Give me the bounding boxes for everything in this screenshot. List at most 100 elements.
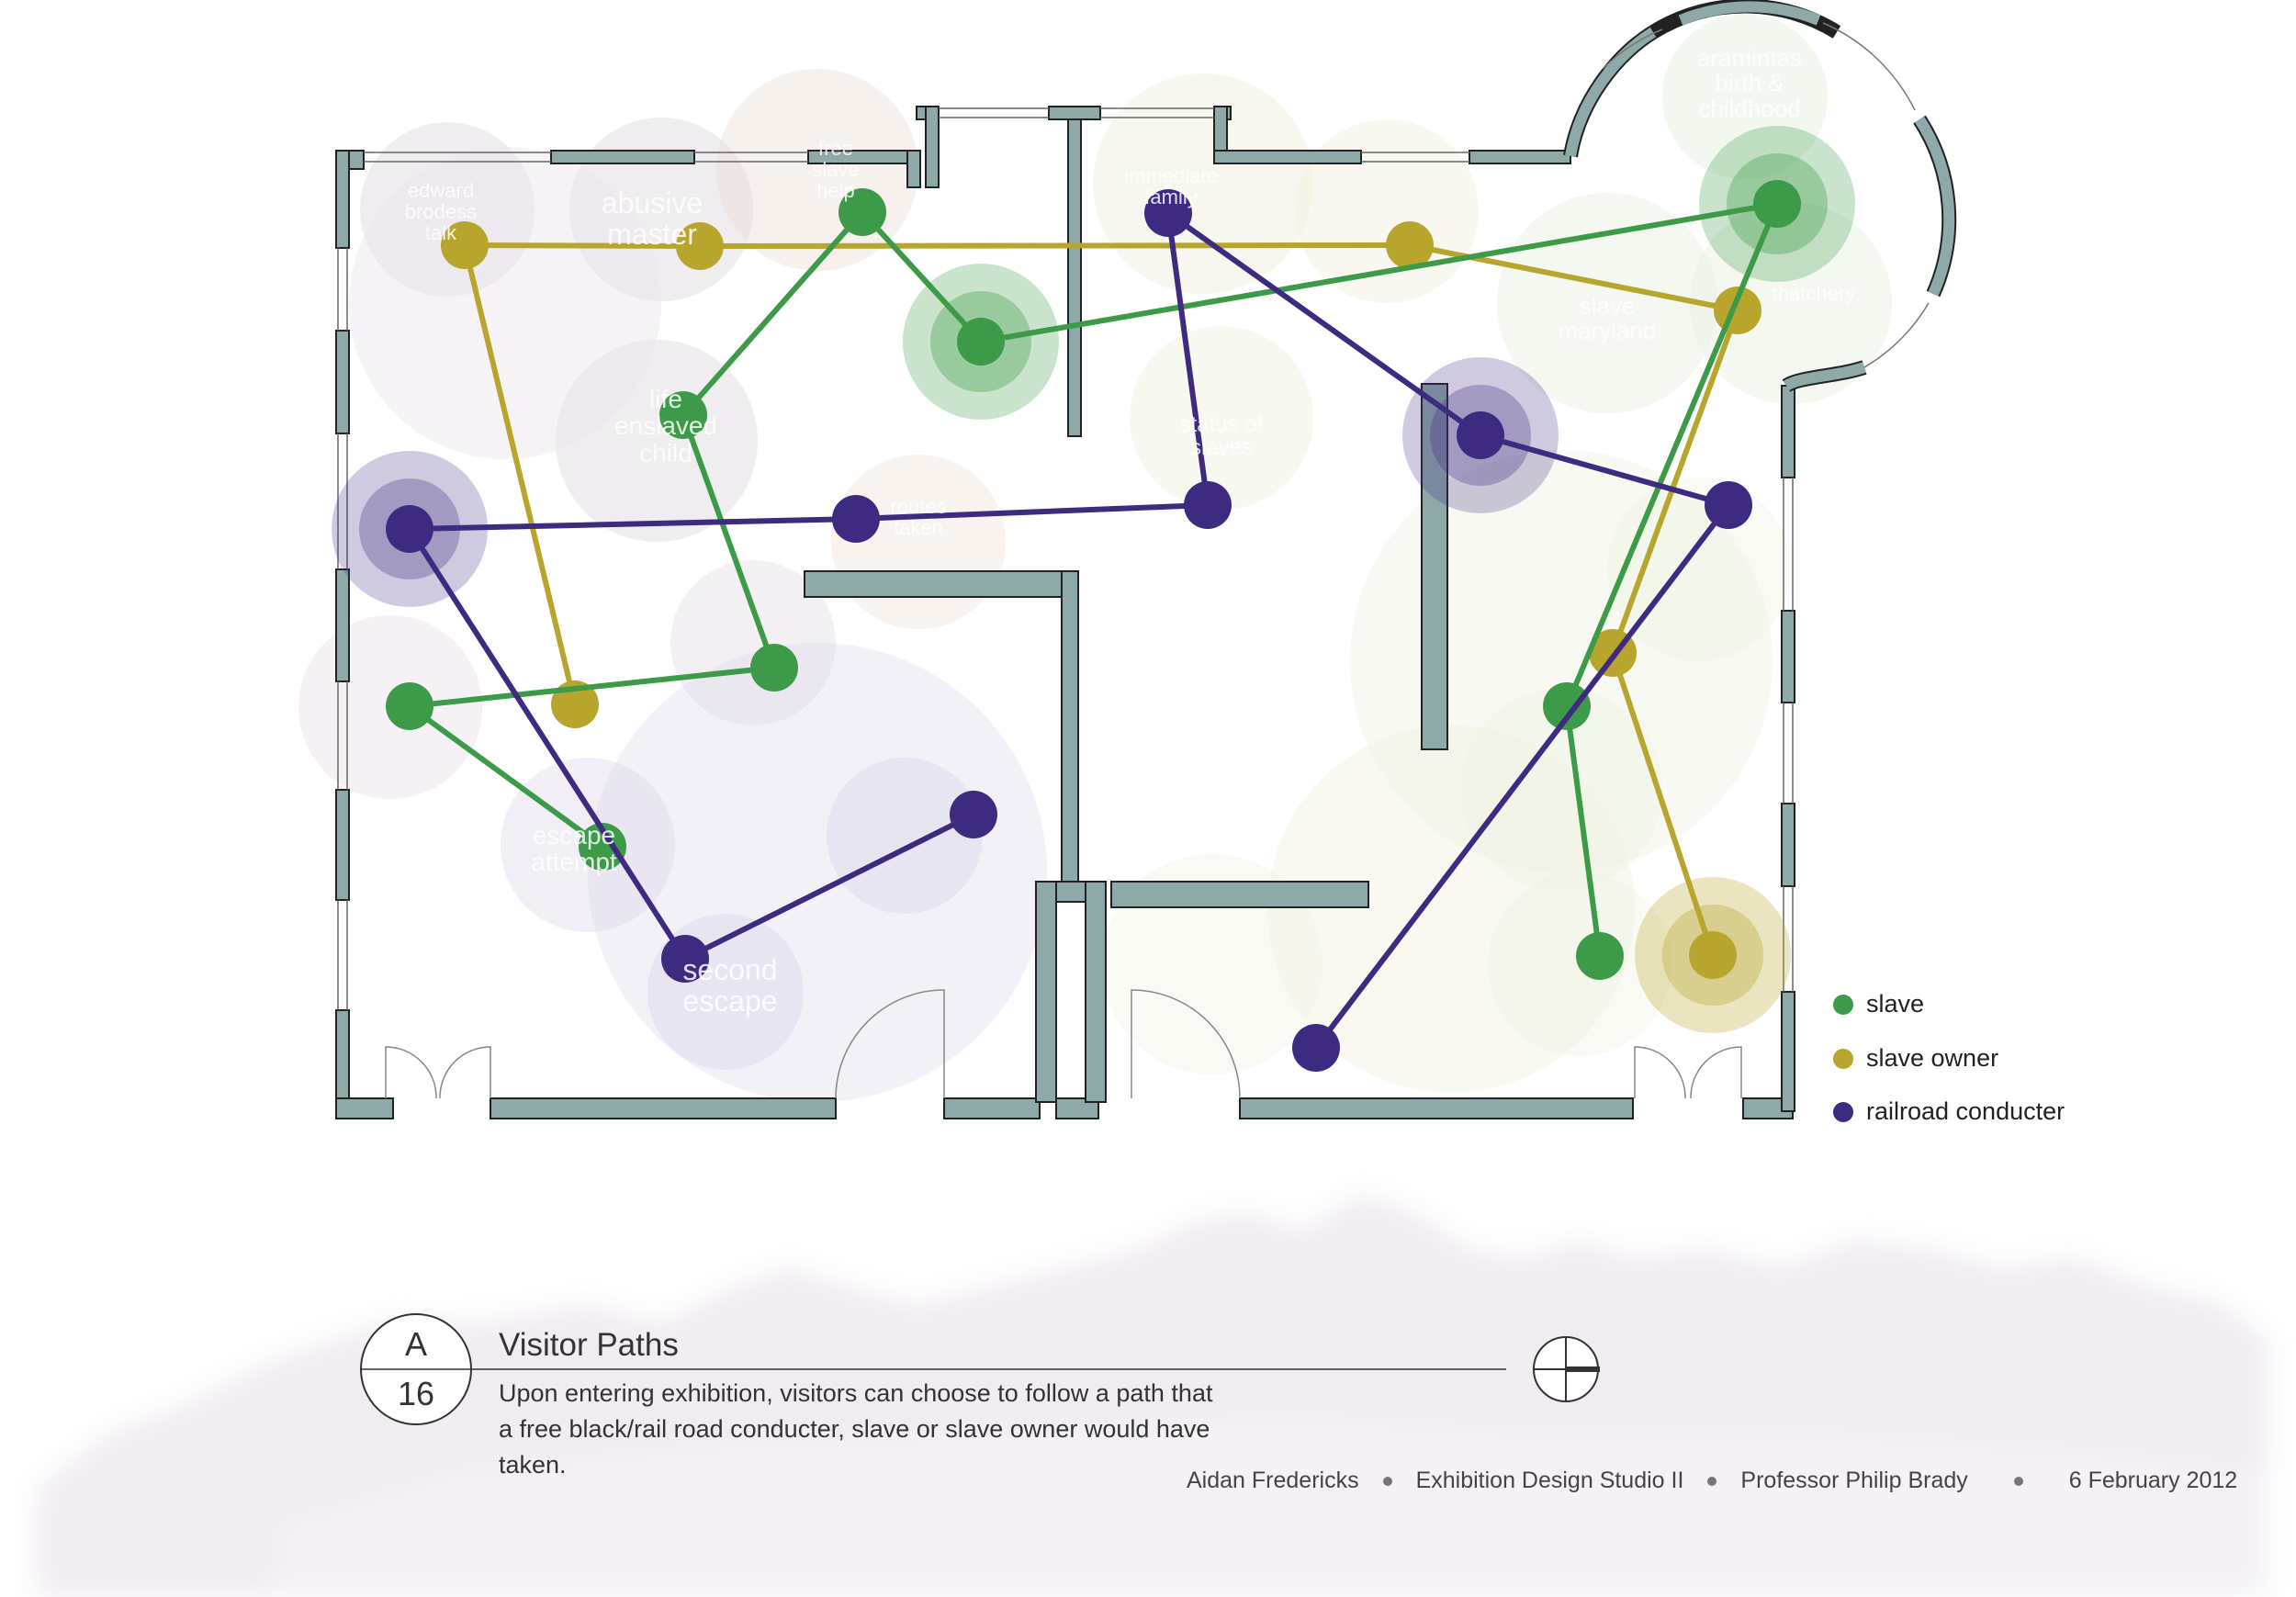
zone-circle bbox=[1662, 14, 1828, 179]
wall bbox=[1048, 106, 1101, 120]
drawing-title: Visitor Paths bbox=[499, 1327, 679, 1363]
wall bbox=[1469, 150, 1571, 164]
slave-stop bbox=[750, 644, 798, 692]
zone-circle bbox=[827, 758, 983, 914]
slave-stop bbox=[1753, 180, 1801, 228]
slave-stop bbox=[386, 682, 433, 730]
wall bbox=[335, 789, 350, 901]
legend-item-slave-owner: slave owner bbox=[1833, 1044, 1998, 1073]
professor-name: Professor Philip Brady bbox=[1740, 1468, 1968, 1493]
zone-label: free slave help bbox=[812, 137, 860, 203]
forest-background bbox=[37, 1194, 2268, 1597]
slave-stop bbox=[659, 391, 707, 439]
doors bbox=[385, 989, 1742, 1099]
wall bbox=[1213, 150, 1362, 164]
zone-circle bbox=[1350, 450, 1773, 872]
wall bbox=[490, 1097, 837, 1119]
separator-dot bbox=[1707, 1476, 1717, 1486]
path-slave bbox=[386, 180, 1801, 980]
legend-item-railroad-conducter: railroad conducter bbox=[1833, 1097, 2065, 1126]
slave-stop bbox=[957, 318, 1005, 366]
zone-circle bbox=[1102, 854, 1322, 1074]
wall bbox=[1781, 385, 1795, 478]
wall bbox=[1781, 991, 1795, 1112]
wall bbox=[335, 150, 350, 249]
conducter-stop bbox=[386, 505, 433, 553]
wall bbox=[1067, 118, 1082, 437]
separator-dot bbox=[2013, 1476, 2023, 1486]
legend-swatch-railroad-conducter bbox=[1833, 1101, 1853, 1122]
zone-circle bbox=[588, 643, 1047, 1102]
drawing-letter: A bbox=[404, 1325, 427, 1363]
legend-label: slave owner bbox=[1866, 1044, 1999, 1072]
slave-stop bbox=[1543, 682, 1591, 730]
zone-circle bbox=[1130, 326, 1313, 510]
wall bbox=[804, 570, 1063, 598]
zone-label: routes taken bbox=[890, 495, 947, 540]
zone-circle bbox=[1497, 193, 1717, 413]
slave-stop bbox=[579, 823, 626, 871]
zone-label: edward brodess talk bbox=[404, 179, 478, 245]
wall bbox=[335, 568, 350, 682]
slave-owner-stop bbox=[1386, 221, 1434, 269]
conducter-stop bbox=[950, 791, 997, 838]
zone-circle bbox=[1460, 689, 1662, 891]
wall bbox=[335, 1097, 394, 1119]
caption-graphics bbox=[360, 1313, 1600, 1425]
wall bbox=[1085, 881, 1107, 1103]
slave-owner-stop bbox=[676, 222, 724, 270]
wall bbox=[1055, 1097, 1099, 1119]
legend-item-slave: slave bbox=[1833, 990, 1924, 1018]
course-name: Exhibition Design Studio II bbox=[1415, 1468, 1684, 1493]
walls bbox=[335, 106, 1795, 1119]
zone-label: status of slaves bbox=[1179, 412, 1264, 461]
zone-label: second escape bbox=[682, 953, 778, 1018]
slave-owner-stop bbox=[441, 221, 489, 269]
zone-label: slave maryland bbox=[1558, 292, 1657, 345]
zone-label: life enslaved child bbox=[613, 385, 718, 467]
wall bbox=[925, 106, 940, 188]
wall bbox=[1061, 570, 1079, 884]
zone-circle bbox=[1690, 202, 1892, 404]
zone-circle bbox=[1267, 725, 1635, 1093]
zone-label: immediate family bbox=[1124, 164, 1218, 209]
legend-swatch-slave bbox=[1833, 994, 1853, 1015]
wall bbox=[1421, 383, 1448, 750]
window-lines bbox=[337, 107, 1794, 1010]
legend-swatch-slave-owner bbox=[1833, 1048, 1853, 1069]
wall bbox=[1781, 803, 1795, 887]
zone-label: thatchery bbox=[1772, 282, 1856, 305]
conducter-stop bbox=[1705, 481, 1752, 529]
zone-label: abusive master bbox=[601, 186, 703, 251]
wall bbox=[1110, 881, 1369, 908]
conducter-stop bbox=[1292, 1024, 1340, 1072]
legend-label: slave bbox=[1866, 990, 1925, 1018]
conducter-stop bbox=[1457, 411, 1504, 459]
round-tower bbox=[1563, 0, 1957, 393]
path-railroad-conducter bbox=[386, 189, 1752, 1072]
wall bbox=[943, 1097, 1041, 1119]
zone-circle bbox=[349, 147, 661, 459]
north-arrow-icon bbox=[1533, 1336, 1600, 1402]
zone-label: aramintas birth & childhood bbox=[1696, 44, 1803, 122]
zone-circle bbox=[670, 560, 836, 725]
conducter-stop bbox=[1184, 481, 1232, 529]
footer-credits: Aidan Fredericks Exhibition Design Studi… bbox=[1187, 1468, 2237, 1494]
drawing-number: 16 bbox=[397, 1375, 435, 1412]
date: 6 February 2012 bbox=[2068, 1468, 2238, 1493]
conducter-stop bbox=[661, 935, 709, 983]
zone-circle bbox=[360, 122, 535, 297]
zone-circle bbox=[1607, 478, 1791, 661]
wall bbox=[1239, 1097, 1634, 1119]
zone-circle bbox=[1295, 119, 1479, 303]
drawing-description: Upon entering exhibition, visitors can c… bbox=[499, 1379, 1213, 1479]
legend-label: railroad conducter bbox=[1866, 1097, 2065, 1125]
slave-stop bbox=[1576, 932, 1624, 980]
conducter-stop bbox=[1144, 189, 1192, 237]
zone-label: escape attempt bbox=[531, 821, 617, 877]
conducter-stop bbox=[832, 495, 880, 543]
separator-dot bbox=[1382, 1476, 1392, 1486]
wall bbox=[1035, 881, 1057, 1103]
